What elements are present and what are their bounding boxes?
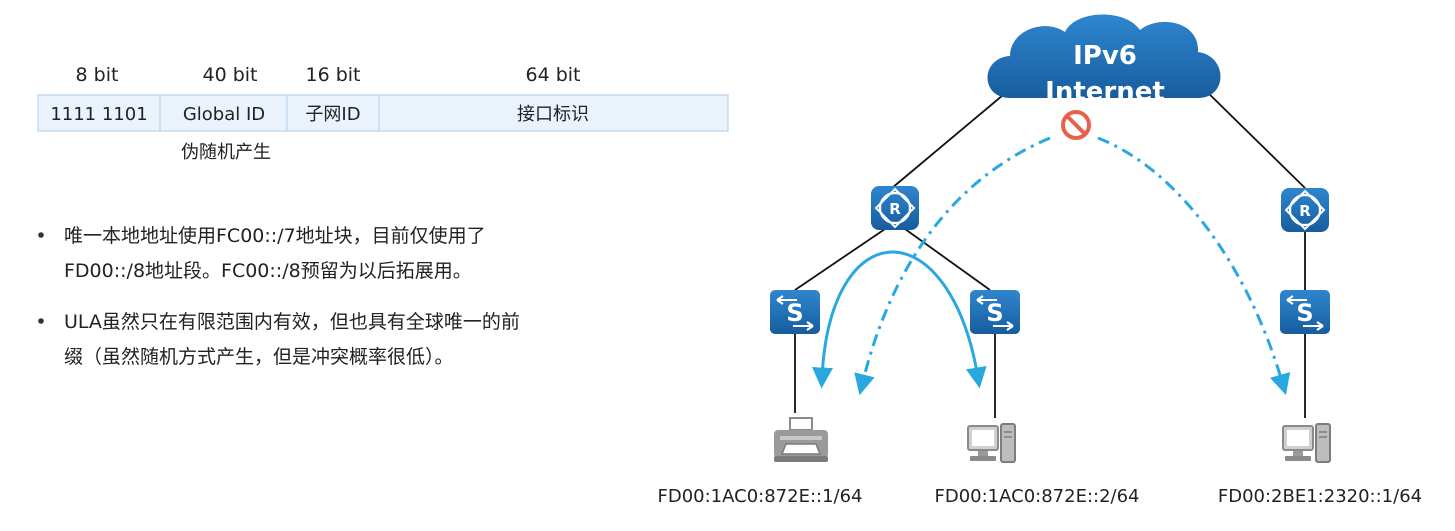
field-bits-label: 16 bit (305, 64, 360, 86)
switch-glyph: S (786, 299, 803, 327)
switch-icon: S (769, 289, 821, 335)
printer-icon (773, 417, 829, 463)
field-value: 接口标识 (517, 104, 589, 125)
bullet-dot (38, 232, 44, 238)
pc-icon (1282, 423, 1331, 463)
network-links (794, 84, 1306, 418)
field-value: 子网ID (305, 104, 360, 125)
global-id-note: 伪随机产生 (181, 142, 271, 163)
field-bits-label: 40 bit (202, 64, 257, 86)
router-icon: R (869, 184, 921, 232)
router-icon: R (1279, 186, 1331, 234)
field-value: 1111 1101 (50, 104, 147, 125)
host-address-pc-right: FD00:2BE1:2320::1/64 (1218, 486, 1422, 507)
pc-icon (967, 423, 1016, 463)
switch-glyph: S (986, 299, 1003, 327)
address-format-table: 8 bit 40 bit 16 bit 64 bit 1111 1101 Glo… (37, 64, 729, 163)
bullet-dot (38, 318, 44, 324)
cloud-label-line2: Internet (1045, 77, 1165, 107)
link-cloud-router-left (891, 84, 1016, 189)
switch-glyph: S (1296, 299, 1313, 327)
link-router-switch-mid (904, 228, 991, 291)
cloud-icon: IPv6 Internet (987, 14, 1221, 107)
router-glyph: R (889, 200, 901, 218)
host-address-printer: FD00:1AC0:872E::1/64 (658, 486, 863, 507)
switch-icon: S (969, 289, 1021, 335)
field-bits-label: 64 bit (525, 64, 580, 86)
flow-local-arc (812, 250, 987, 389)
traffic-flows (812, 136, 1291, 396)
cloud-label-line1: IPv6 (1073, 41, 1137, 71)
bullet-list: 唯一本地地址使用FC00::/7地址块，目前仅使用了 FD00::/8地址段。F… (38, 225, 520, 368)
flow-blocked-left (854, 136, 1051, 396)
bullet-text-line: 缀（虽然随机方式产生，但是冲突概率很低）。 (64, 346, 454, 368)
field-bits-label: 8 bit (76, 64, 119, 86)
link-router-switch-left (794, 228, 886, 291)
network-diagram: IPv6 Internet R R S S (658, 14, 1422, 507)
bullet-text-line: 唯一本地地址使用FC00::/7地址块，目前仅使用了 (64, 225, 486, 247)
blocked-icon (1061, 110, 1091, 140)
switch-icon: S (1279, 289, 1331, 335)
host-address-pc-mid: FD00:1AC0:872E::2/64 (935, 486, 1140, 507)
bullet-text-line: FD00::/8地址段。FC00::/8预留为以后拓展用。 (64, 260, 472, 282)
router-glyph: R (1299, 202, 1311, 220)
link-cloud-router-right (1199, 84, 1306, 189)
flow-blocked-right (1097, 136, 1291, 396)
field-value: Global ID (183, 104, 265, 125)
bullet-text-line: ULA虽然只在有限范围内有效，但也具有全球唯一的前 (64, 311, 520, 333)
